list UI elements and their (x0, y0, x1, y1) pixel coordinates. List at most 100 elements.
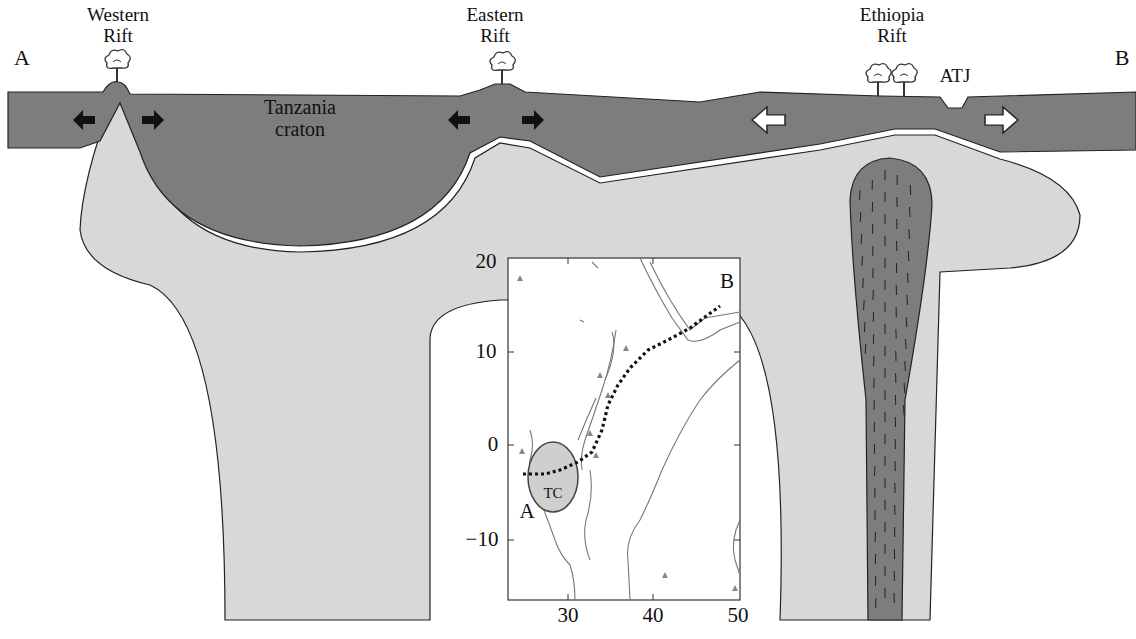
flow-dash (885, 390, 886, 400)
flow-dash (885, 280, 886, 290)
flow-dash (872, 202, 873, 212)
label-box: B (720, 270, 734, 293)
flow-dash (874, 444, 875, 454)
flow-dash (895, 395, 896, 405)
flow-dash (874, 510, 875, 520)
flow-dash (885, 478, 886, 488)
section-label: Ethiopia Rift (852, 5, 932, 47)
flow-dash (894, 483, 895, 493)
flow-dash (862, 278, 864, 288)
flow-dash (897, 175, 898, 185)
flow-dash (875, 554, 876, 564)
map-label: 40 (643, 604, 664, 627)
flow-dash (903, 405, 905, 415)
craton-region: TC (543, 485, 562, 502)
section-label: A (14, 46, 30, 70)
map-label: A (519, 500, 534, 523)
inset-ticks (508, 258, 740, 600)
volcano-symbol (892, 64, 917, 96)
flow-dash (908, 229, 910, 239)
flow-dash (894, 593, 895, 603)
map-label: 0 (488, 433, 499, 456)
inset-volcano-marks (517, 275, 738, 591)
label-box: −10 (466, 528, 499, 551)
label-box: Ethiopia Rift (852, 5, 932, 47)
flow-dash (895, 373, 896, 383)
extension-arrow-open (985, 107, 1018, 133)
label-box: 0 (488, 433, 499, 456)
flow-dash (885, 522, 886, 532)
flow-dash (904, 361, 906, 371)
map-label: 30 (558, 604, 579, 627)
flow-dash (873, 378, 874, 388)
flow-dash (885, 236, 886, 246)
label-box: 20 (476, 250, 497, 273)
flow-dash (885, 434, 886, 444)
map-label: B (720, 270, 734, 293)
flow-dash (908, 251, 910, 261)
map-label: 10 (476, 340, 497, 363)
flow-dash (872, 268, 873, 278)
inset-coastlines (530, 258, 740, 600)
flow-dash (910, 185, 912, 195)
flow-dash (859, 190, 861, 200)
map-label: 20 (476, 250, 497, 273)
flow-dash (865, 344, 867, 354)
flow-dash (896, 219, 897, 229)
flow-dash (909, 207, 911, 217)
flow-dash (874, 422, 875, 432)
flow-dash (863, 300, 865, 310)
flow-dash (861, 234, 863, 244)
label-box: Western Rift (78, 5, 158, 47)
flow-dash (906, 295, 908, 305)
section-label: ATJ (940, 66, 971, 87)
flow-dash (885, 500, 886, 510)
label-box: B (1115, 46, 1130, 70)
flow-dash (885, 566, 886, 576)
flow-dash (885, 324, 886, 334)
extension-arrow (448, 110, 470, 130)
extension-arrow-open (752, 107, 785, 133)
extension-arrow (142, 110, 164, 130)
flow-dash (894, 461, 895, 471)
flow-dash (896, 263, 897, 273)
plume-flow-lines (860, 170, 911, 608)
flow-dash (872, 180, 873, 190)
flow-dash (875, 598, 876, 608)
flow-dash (885, 368, 886, 378)
flow-dash (895, 329, 896, 339)
inset-map-frame (508, 258, 740, 600)
map-label: −10 (466, 528, 499, 551)
label-box: 50 (728, 604, 749, 627)
volcano-symbol (866, 64, 891, 96)
flow-dash (906, 317, 908, 327)
section-label: Western Rift (78, 5, 158, 47)
lithosphere-band (8, 82, 1136, 246)
flow-dash (874, 488, 875, 498)
flow-dash (904, 383, 906, 393)
flow-dash (861, 256, 863, 266)
flow-dash (864, 322, 866, 332)
flow-dash (896, 241, 897, 251)
flow-dash (875, 532, 876, 542)
flow-dash (885, 456, 886, 466)
flow-dash (894, 571, 895, 581)
flow-dash (873, 356, 874, 366)
label-box: A (14, 46, 30, 70)
flow-dash (872, 224, 873, 234)
flow-dash (885, 588, 886, 598)
flow-dash (873, 400, 874, 410)
lithosphere-region: Tanzania craton (240, 96, 360, 140)
label-box: 40 (643, 604, 664, 627)
flow-dash (885, 544, 886, 554)
region-label: Tanzania craton (240, 96, 360, 140)
flow-dash (894, 549, 895, 559)
label-box: A (519, 500, 534, 523)
flow-dash (873, 312, 874, 322)
label-box: Eastern Rift (455, 5, 535, 47)
flow-dash (885, 214, 886, 224)
map-label: 50 (728, 604, 749, 627)
flow-dash (885, 412, 886, 422)
